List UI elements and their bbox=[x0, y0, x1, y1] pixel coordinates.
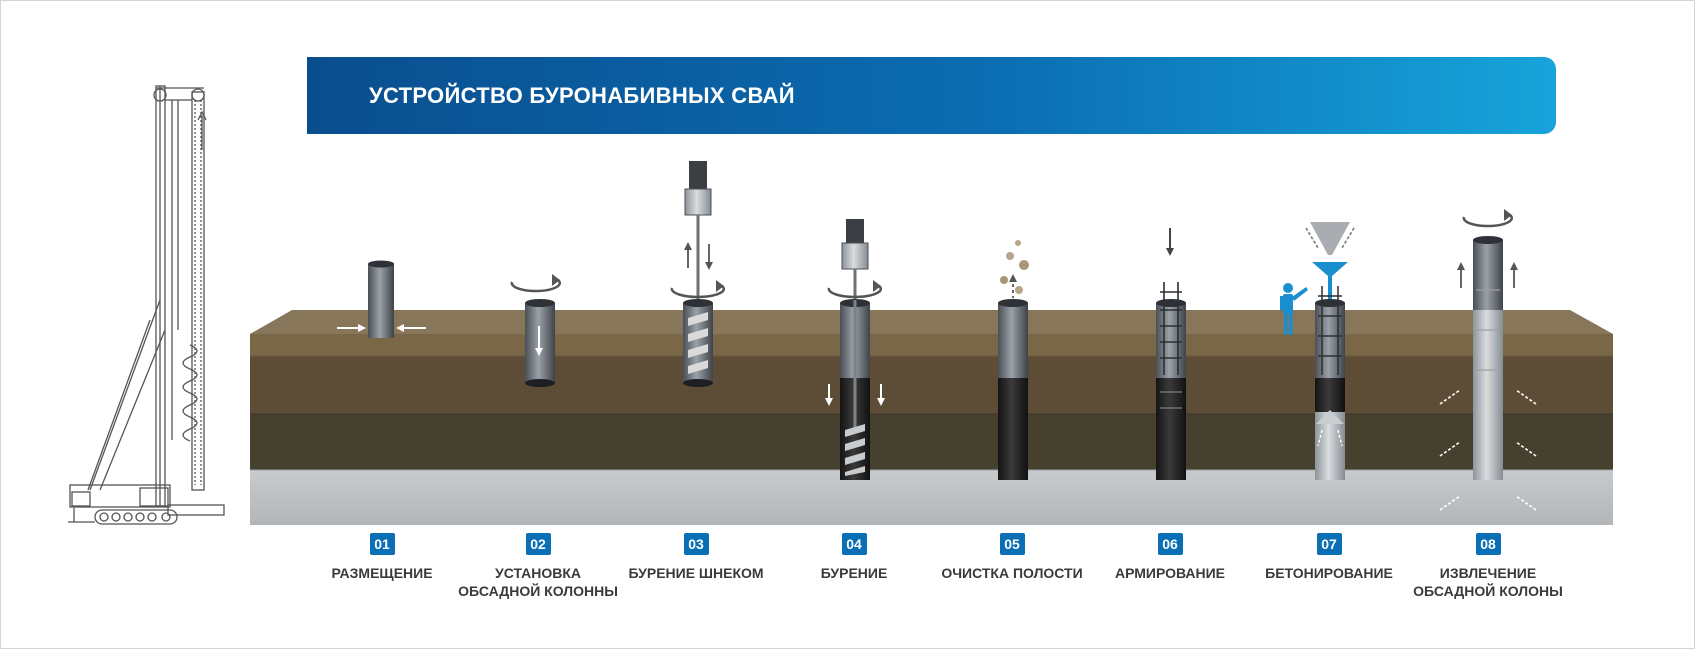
ground-block bbox=[250, 310, 1613, 525]
step-label: БУРЕНИЕ bbox=[820, 565, 888, 581]
step-number: 03 bbox=[683, 533, 709, 555]
step-label: УСТАНОВКА ОБСАДНОЙ КОЛОННЫ bbox=[458, 565, 618, 599]
step-08: 08 ИЗВЛЕЧЕНИЕ ОБСАДНОЙ КОЛОНЫ bbox=[1388, 533, 1588, 600]
reinforcement-cage-icon bbox=[1156, 228, 1186, 480]
step-number: 07 bbox=[1316, 533, 1342, 555]
step-number: 06 bbox=[1157, 533, 1183, 555]
step-label: ОЧИСТКА ПОЛОСТИ bbox=[941, 565, 1083, 581]
step-06: 06 АРМИРОВАНИЕ bbox=[1070, 533, 1270, 582]
step-03: 03 БУРЕНИЕ ШНЕКОМ bbox=[596, 533, 796, 582]
step-label: АРМИРОВАНИЕ bbox=[1114, 565, 1226, 581]
step-04: 04 БУРЕНИЕ bbox=[754, 533, 954, 582]
casing-rotation-icon bbox=[510, 274, 562, 387]
step-01: 01 РАЗМЕЩЕНИЕ bbox=[282, 533, 482, 582]
casing-extraction-icon bbox=[1439, 209, 1537, 511]
step-02: 02 УСТАНОВКА ОБСАДНОЙ КОЛОННЫ bbox=[438, 533, 638, 600]
auger-drilling-icon bbox=[670, 161, 726, 387]
step-number: 02 bbox=[525, 533, 551, 555]
casing-placement-icon bbox=[337, 260, 426, 338]
step-number: 01 bbox=[369, 533, 395, 555]
cavity-cleaning-icon bbox=[998, 240, 1029, 480]
page-title: УСТРОЙСТВО БУРОНАБИВНЫХ СВАЙ bbox=[369, 83, 795, 108]
drilling-icon bbox=[825, 219, 885, 480]
step-label: БУРЕНИЕ ШНЕКОМ bbox=[628, 565, 764, 581]
step-number: 05 bbox=[999, 533, 1025, 555]
step-number: 04 bbox=[841, 533, 867, 555]
step-label: ИЗВЛЕЧЕНИЕ ОБСАДНОЙ КОЛОНЫ bbox=[1413, 565, 1563, 599]
title-banner: УСТРОЙСТВО БУРОНАБИВНЫХ СВАЙ bbox=[307, 57, 1556, 134]
worker-icon bbox=[1280, 283, 1308, 335]
step-05: 05 ОЧИСТКА ПОЛОСТИ bbox=[912, 533, 1112, 582]
step-07: 07 БЕТОНИРОВАНИЕ bbox=[1229, 533, 1429, 582]
step-number: 08 bbox=[1475, 533, 1501, 555]
concreting-icon bbox=[1305, 222, 1355, 480]
step-label: РАЗМЕЩЕНИЕ bbox=[331, 565, 433, 581]
step-label: БЕТОНИРОВАНИЕ bbox=[1265, 565, 1393, 581]
piling-rig-icon bbox=[68, 85, 225, 525]
